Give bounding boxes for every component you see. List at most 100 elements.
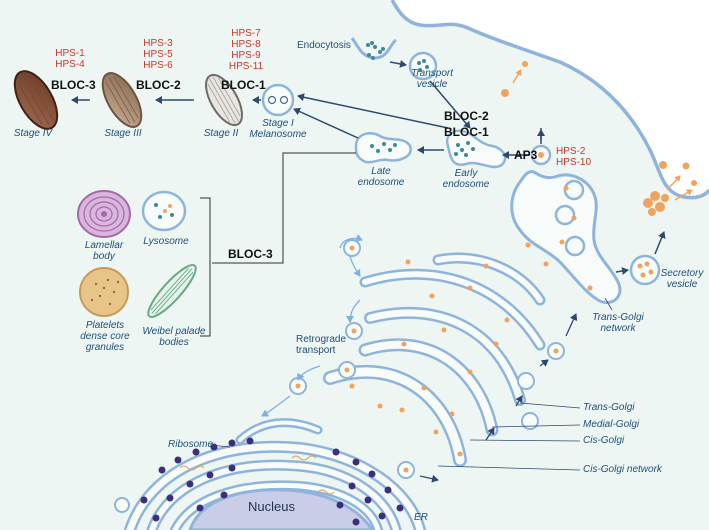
label-platelets-line2: dense core: [80, 331, 130, 342]
endocytosis-cargo: [366, 41, 385, 60]
secretory-vesicle-cargo: [637, 261, 654, 278]
label-late-endosome: Late endosome: [353, 166, 409, 188]
early-endosome-cargo: [454, 141, 475, 157]
label-secretory-line2: vesicle: [666, 279, 698, 290]
label-trans-golgi-network: Trans-Golgi network: [588, 312, 648, 334]
hps-list-ap3: HPS-2 HPS-10: [556, 146, 596, 168]
hps-8: HPS-8: [231, 39, 261, 50]
label-secretory-vesicle: Secretory vesicle: [656, 268, 708, 290]
lysosome: [141, 190, 187, 232]
complex-bloc1-top: BLOC-1: [221, 78, 266, 92]
secretory-vesicle: [629, 254, 661, 286]
transport-vesicle: [408, 51, 438, 81]
secretory-release: [643, 161, 697, 216]
late-endosome-cargo: [370, 142, 397, 153]
label-trans-golgi: Trans-Golgi: [583, 402, 635, 413]
endoplasmic-reticulum: [124, 418, 426, 530]
arrow-secretory-to-membrane: [654, 231, 666, 255]
label-early-endosome-line2: endosome: [442, 179, 490, 190]
label-er: ER: [414, 512, 428, 523]
label-platelets-line3: granules: [85, 342, 125, 353]
stage2-melanosome: [205, 73, 243, 127]
label-medial-golgi: Medial-Golgi: [583, 419, 640, 430]
weibel-palade-body: [147, 264, 197, 318]
label-ribosome: Ribosome: [168, 439, 214, 450]
label-late-endosome-line1: Late: [371, 166, 391, 177]
tgn-cargo: [525, 185, 593, 291]
label-retrograde-line1: Retrograde: [296, 334, 347, 345]
golgi-leader-lines: [437, 297, 613, 471]
ribosome-leader: [209, 444, 231, 448]
hps-list-bloc1: HPS-7 HPS-8 HPS-9 HPS-11: [224, 28, 268, 72]
label-lamellar-line2: body: [93, 251, 115, 262]
nucleus-body: [188, 488, 374, 530]
platelets-granule: [79, 267, 129, 317]
label-stage2: Stage II: [203, 128, 239, 139]
arrow-endocytosis-to-vesicle: [389, 59, 407, 68]
label-lamellar-line1: Lamellar: [84, 240, 124, 251]
hps-6: HPS-6: [143, 60, 173, 71]
label-platelets-line1: Platelets: [85, 320, 125, 331]
label-platelets: Platelets dense core granules: [74, 320, 136, 353]
retrograde-arrows: [261, 234, 363, 417]
complex-bloc3-left: BLOC-3: [228, 247, 273, 261]
label-weibel-line2: bodies: [159, 337, 189, 348]
label-nucleus: Nucleus: [248, 499, 295, 514]
hps-4: HPS-4: [55, 59, 85, 70]
label-transport-vesicle-line2: vesicle: [416, 79, 448, 90]
complex-bloc1-mid: BLOC-1: [444, 125, 489, 139]
label-stage1: Stage I Melanosome: [245, 118, 311, 140]
label-tgn-line2: network: [600, 323, 636, 334]
hps-9: HPS-9: [231, 50, 261, 61]
complex-bloc2-mid: BLOC-2: [444, 109, 489, 123]
label-retrograde-transport: Retrograde transport: [296, 334, 354, 356]
complex-ap3: AP3: [514, 148, 538, 162]
late-endosome-connector: [212, 152, 356, 264]
golgi-stack: [323, 252, 546, 467]
label-stage4: Stage IV: [13, 128, 53, 139]
label-stage1-line2: Melanosome: [249, 129, 307, 140]
hps-list-bloc3: HPS-1 HPS-4: [50, 48, 90, 70]
trans-golgi-network: [510, 170, 622, 305]
arrow-tgn-to-secretory: [615, 267, 629, 275]
label-cis-golgi-network: Cis-Golgi network: [583, 464, 662, 475]
hps-7: HPS-7: [231, 28, 261, 39]
label-lysosome: Lysosome: [143, 236, 189, 247]
mrna-strands: [179, 455, 335, 495]
label-early-endosome: Early endosome: [438, 168, 494, 190]
label-early-endosome-line1: Early: [454, 168, 478, 179]
secreted-cargo-top: [501, 61, 528, 97]
arrow-late-endosome-to-stage1: [293, 107, 359, 139]
label-transport-vesicle-line1: Transport: [410, 68, 454, 79]
label-secretory-line1: Secretory: [660, 268, 704, 279]
label-stage3: Stage III: [104, 128, 142, 139]
cell-membrane: [390, 0, 709, 200]
arrow-early-endosome-to-stage1: [297, 93, 449, 129]
label-cis-golgi: Cis-Golgi: [583, 435, 625, 446]
hps-11: HPS-11: [228, 61, 264, 72]
label-tgn-line1: Trans-Golgi: [592, 312, 644, 323]
lro-bracket: [200, 197, 211, 337]
label-weibel-palade: Weibel palade bodies: [140, 326, 208, 348]
label-stage1-line1: Stage I: [262, 118, 294, 129]
anterograde-arrows: [419, 313, 578, 483]
stage3-melanosome: [101, 72, 143, 128]
label-endocytosis: Endocytosis: [297, 40, 351, 51]
er-small-vesicle: [114, 497, 130, 513]
stage4-melanosome: [13, 70, 59, 130]
stage1-melanosome: [261, 83, 295, 117]
complex-bloc2-top: BLOC-2: [136, 78, 181, 92]
label-late-endosome-line2: endosome: [357, 177, 405, 188]
label-transport-vesicle: Transport vesicle: [404, 68, 460, 90]
complex-bloc3-top: BLOC-3: [51, 78, 96, 92]
label-retrograde-line2: transport: [296, 345, 336, 356]
ribosomes: [140, 437, 404, 526]
late-endosome: [354, 132, 412, 164]
arrow-vesicle-to-early-endosome: [429, 80, 471, 129]
transport-vesicle-cargo: [417, 59, 429, 72]
hps-10: HPS-10: [556, 157, 592, 168]
lamellar-body: [77, 190, 131, 238]
hps-1: HPS-1: [55, 48, 85, 59]
